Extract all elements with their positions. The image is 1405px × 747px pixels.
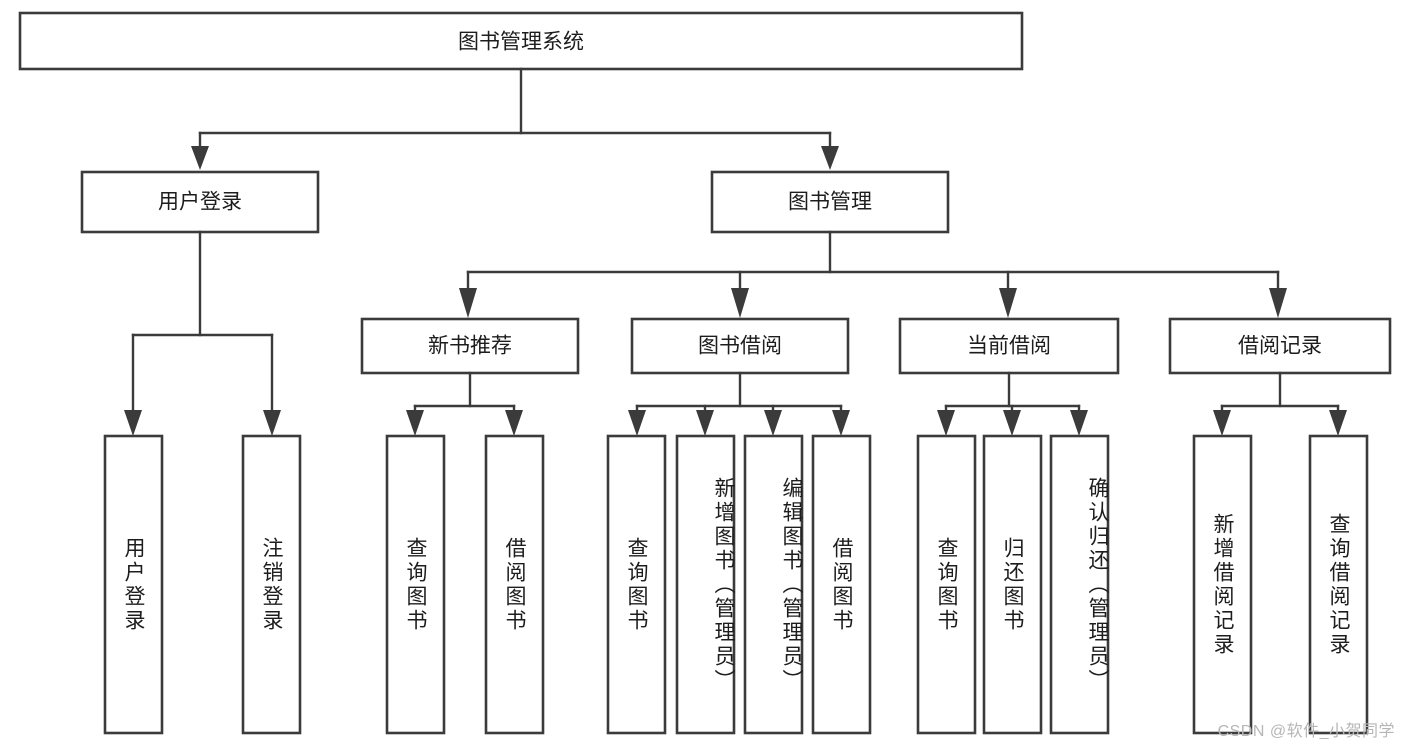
leaf-box-logout[interactable] xyxy=(241,434,302,735)
leaf-box-add-borrow-record[interactable] xyxy=(1192,434,1253,735)
node-borrow-record[interactable]: 借阅记录 xyxy=(1168,317,1392,375)
node-current-borrow[interactable]: 当前借阅 xyxy=(898,317,1120,375)
borrow-record-label: 借阅记录 xyxy=(1238,335,1322,358)
leaf-box-user-login[interactable] xyxy=(103,434,164,735)
arrow-icon xyxy=(459,288,477,318)
leaf-box-confirm-return-admin[interactable] xyxy=(1049,434,1110,735)
arrow-icon xyxy=(191,146,209,170)
arrow-icon xyxy=(764,410,782,436)
node-user-login[interactable]: 用户登录 xyxy=(80,170,320,234)
book-management-label: 图书管理 xyxy=(788,191,872,214)
arrow-icon xyxy=(731,288,749,318)
connector-book-borrow-to-leaves xyxy=(628,371,850,436)
arrow-icon xyxy=(1213,410,1231,436)
user-login-label: 用户登录 xyxy=(158,191,242,214)
root-label: 图书管理系统 xyxy=(458,31,584,54)
arrow-icon xyxy=(406,410,424,436)
new-book-recommend-box xyxy=(360,317,580,375)
arrow-icon xyxy=(937,410,955,436)
connector-current-borrow-to-leaves xyxy=(937,371,1088,436)
arrow-icon xyxy=(628,410,646,436)
leaf-box-add-book-admin[interactable] xyxy=(675,434,736,735)
current-borrow-box xyxy=(898,317,1120,375)
leaf-box-query-book-current[interactable] xyxy=(916,434,977,735)
leaf-box-borrow-book-rec[interactable] xyxy=(484,434,545,735)
arrow-icon xyxy=(696,410,714,436)
leaf-box-return-book[interactable] xyxy=(982,434,1043,735)
new-book-recommend-label: 新书推荐 xyxy=(428,335,512,358)
book-borrow-label: 图书借阅 xyxy=(698,335,782,358)
node-root[interactable]: 图书管理系统 xyxy=(18,11,1024,71)
leaf-box-query-book-borrow[interactable] xyxy=(606,434,667,735)
current-borrow-label: 当前借阅 xyxy=(967,335,1051,358)
connector-book-management-to-level3 xyxy=(459,230,1287,318)
connector-new-book-recommend-to-leaves xyxy=(406,371,523,436)
arrow-icon xyxy=(821,146,839,170)
connector-user-login-to-leaves xyxy=(124,230,281,436)
connector-root-to-level2 xyxy=(191,67,839,170)
root-box xyxy=(18,11,1024,71)
arrow-icon xyxy=(124,410,142,436)
arrow-icon xyxy=(999,288,1017,318)
arrow-icon xyxy=(505,410,523,436)
connector-borrow-record-to-leaves xyxy=(1213,371,1347,436)
arrow-icon xyxy=(1003,410,1021,436)
leaf-box-query-book-rec[interactable] xyxy=(385,434,446,735)
csdn-watermark: CSDN @软件_小贺同学 xyxy=(1217,723,1395,740)
leaf-box-edit-book-admin[interactable] xyxy=(743,434,804,735)
user-login-box xyxy=(80,170,320,234)
arrow-icon xyxy=(263,410,281,436)
leaf-box-query-borrow-record[interactable] xyxy=(1308,434,1369,735)
arrow-icon xyxy=(1070,410,1088,436)
node-book-borrow[interactable]: 图书借阅 xyxy=(630,317,850,375)
arrow-icon xyxy=(1269,288,1287,318)
node-new-book-recommend[interactable]: 新书推荐 xyxy=(360,317,580,375)
arrow-icon xyxy=(1329,410,1347,436)
arrow-icon xyxy=(832,410,850,436)
node-book-management[interactable]: 图书管理 xyxy=(710,170,950,234)
leaf-box-borrow-book[interactable] xyxy=(811,434,872,735)
